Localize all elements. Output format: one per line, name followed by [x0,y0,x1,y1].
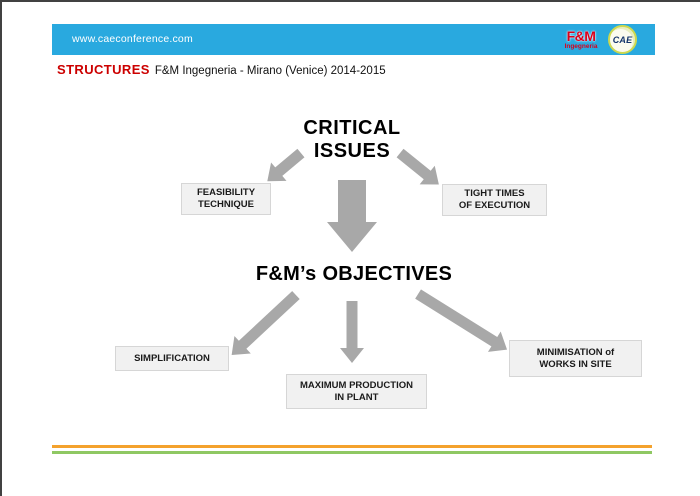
cae-logo: CAE [608,25,637,54]
fm-ingegneria-logo: F&M Ingegneria [557,29,605,51]
fm-logo-subtext: Ingegneria [564,43,598,50]
arrow-down-right-icon [396,148,439,185]
arrow-diag-right-icon [415,289,508,352]
cae-logo-text: CAE [612,34,633,45]
conference-url: www.caeconference.com [72,33,193,45]
arrow-down-small-icon [340,301,364,363]
critical-issues-title: CRITICAL ISSUES [303,117,401,162]
feasibility-technique-box: FEASIBILITY TECHNIQUE [181,183,271,215]
fm-logo-text: F&M [566,28,596,44]
arrow-down-left-icon [267,148,305,182]
subtitle-text: F&M Ingegneria - Mirano (Venice) 2014-20… [154,65,386,77]
footer-line-green [52,451,652,454]
arrow-down-big-icon [327,180,377,252]
simplification-box: SIMPLIFICATION [115,346,229,371]
objectives-title: F&M’s OBJECTIVES [255,263,453,285]
header-bar: www.caeconference.com F&M Ingegneria CAE [52,24,655,55]
maximum-production-box: MAXIMUM PRODUCTION IN PLANT [286,374,427,409]
slide-subtitle-row: STRUCTURES F&M Ingegneria - Mirano (Venic… [57,62,386,77]
topic-label: STRUCTURES [57,62,150,77]
minimisation-box: MINIMISATION of WORKS IN SITE [509,340,642,377]
arrow-diag-left-icon [231,290,300,356]
tight-times-box: TIGHT TIMES OF EXECUTION [442,184,547,216]
footer-line-orange [52,445,652,448]
